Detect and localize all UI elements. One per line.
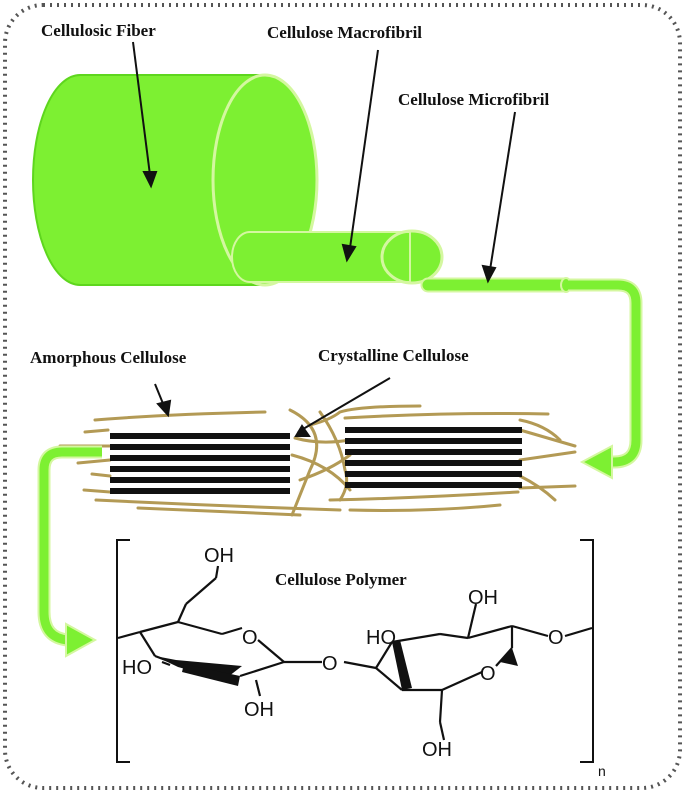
atom-o-chain-end: O	[548, 627, 564, 649]
atom-o-glycosidic: O	[322, 653, 338, 675]
atom-oh-bottom-right: OH	[422, 739, 452, 761]
label-crystalline-cellulose: Crystalline Cellulose	[318, 346, 469, 365]
label-cellulose-microfibril: Cellulose Microfibril	[398, 90, 550, 109]
polymer-brackets	[116, 539, 594, 763]
atom-oh-bottom-left: OH	[244, 699, 274, 721]
label-cellulose-macrofibril: Cellulose Macrofibril	[267, 23, 422, 42]
atom-o-ring2: O	[480, 663, 496, 685]
dotted-frame	[3, 3, 682, 790]
crystalline-bundle-left	[110, 433, 290, 494]
label-cellulose-polymer: Cellulose Polymer	[275, 570, 407, 589]
crystalline-bundle-right	[345, 427, 522, 488]
atom-oh-top-left: OH	[204, 545, 234, 567]
polymer-subscript-n: n	[598, 763, 606, 779]
cellulose-microfibril-tube	[420, 277, 573, 293]
microfibril-to-strand-arrow	[568, 278, 643, 480]
label-cellulosic-fiber: Cellulosic Fiber	[41, 21, 156, 40]
label-amorphous-cellulose: Amorphous Cellulose	[30, 348, 187, 367]
label-pointers	[132, 41, 516, 437]
polymer-atom-labels: OH O HO OH O HO OH O O OH n	[122, 545, 606, 779]
cellulose-macrofibril-cylinder	[231, 229, 444, 285]
atom-ho-left: HO	[122, 657, 152, 679]
atom-ho-right: HO	[366, 627, 396, 649]
polymer-bonds	[117, 565, 593, 741]
strand-to-polymer-arrow	[37, 445, 102, 658]
polymer-wedges	[155, 640, 518, 690]
atom-o-ring1: O	[242, 627, 258, 649]
atom-oh-top-right: OH	[468, 587, 498, 609]
